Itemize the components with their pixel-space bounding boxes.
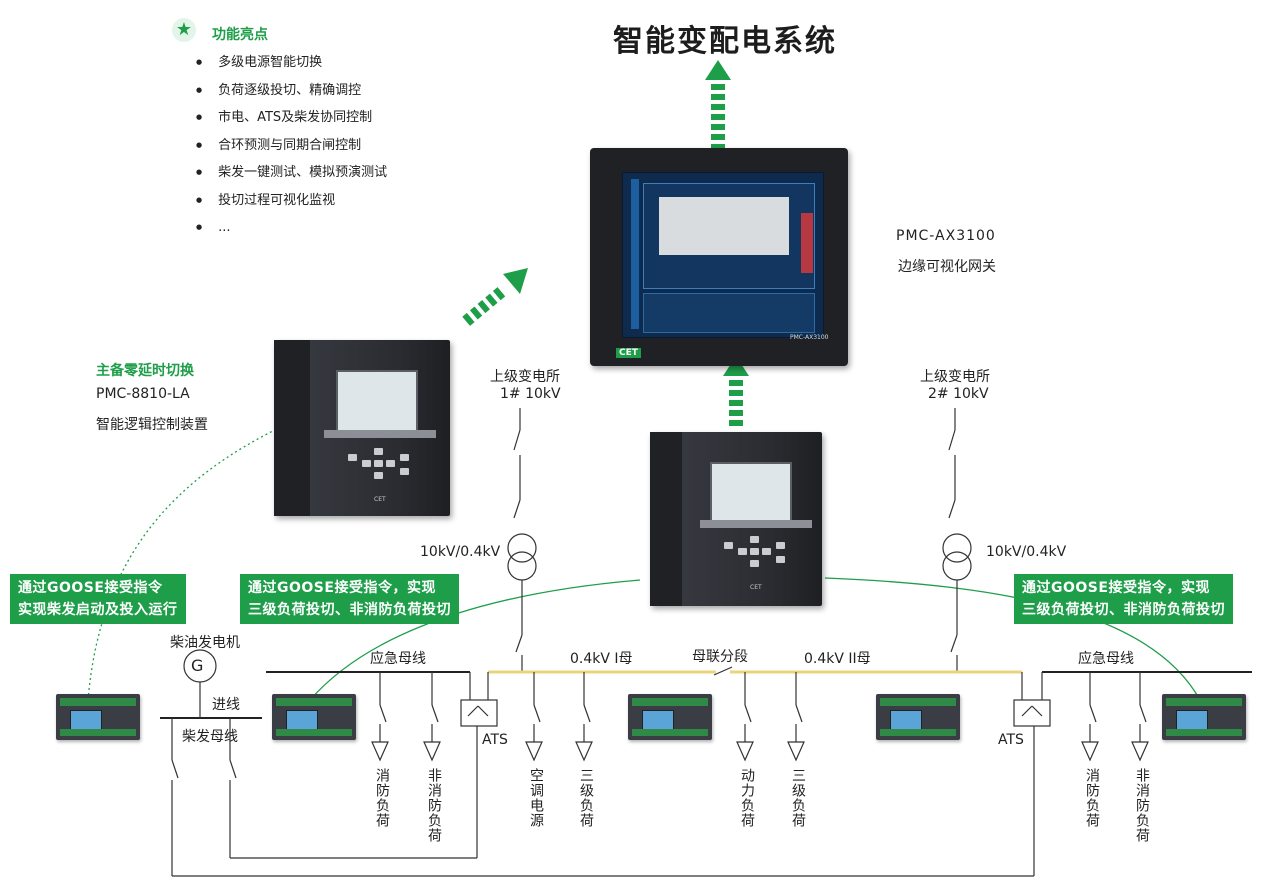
feature-item: 合环预测与同期合闸控制 [212,133,387,161]
feeder-l7 [1081,672,1099,762]
ats-left-label: ATS [482,732,508,748]
emergency-bus-left-label: 应急母线 [370,651,426,667]
load-label-l7: 消防负荷 [1084,768,1100,828]
load-label-l2: 非消防负荷 [426,768,442,843]
gateway-model: PMC-AX3100 [896,228,996,244]
feature-item: 投切过程可视化监视 [212,188,387,216]
gateway-device: CET PMC-AX3100 [590,148,848,366]
io-module-emergency-right [1162,694,1246,740]
diesel-bus-label: 柴发母线 [182,729,238,745]
feeder-l2 [423,672,441,762]
feature-item: 负荷逐级投切、精确调控 [212,78,387,106]
arrow-diagonal-to-gateway [462,268,528,326]
io-module-diesel [56,694,140,740]
generator-symbol: G [191,656,204,675]
features-list: 多级电源智能切换 负荷逐级投切、精确调控 市电、ATS及柴发协同控制 合环预测与… [212,50,387,243]
feeder-l3 [525,672,543,762]
transformer-left-label: 10kV/0.4kV [420,544,501,560]
callout-diesel-start: 通过GOOSE接受指令 实现柴发启动及投入运行 [10,574,186,624]
callout-load-shedding-right: 通过GOOSE接受指令，实现 三级负荷投切、非消防负荷投切 [1014,574,1233,624]
feeder-l1 [371,672,389,762]
callout-line: 实现柴发启动及投入运行 [18,602,178,618]
callout-line: 三级负荷投切、非消防负荷投切 [248,602,451,618]
features-heading: 功能亮点 [212,27,268,43]
transformer-right-label: 10kV/0.4kV [986,544,1067,560]
feeder-l8 [1131,672,1149,762]
gateway-screen [622,172,824,338]
middle-controller-logo: CET [750,584,762,591]
callout-load-shedding-left: 通过GOOSE接受指令，实现 三级负荷投切、非消防负荷投切 [240,574,459,624]
gateway-bezel-model: PMC-AX3100 [790,334,829,341]
emergency-bus-right-label: 应急母线 [1078,651,1134,667]
feature-item: 柴发一键测试、模拟预演测试 [212,160,387,188]
source-right-line1: 上级变电所 [920,369,990,385]
callout-line: 通过GOOSE接受指令 [18,580,163,596]
ats-right-label: ATS [998,732,1024,748]
source-left-line1: 上级变电所 [490,369,560,385]
middle-controller-device: CET [650,432,822,606]
feeder-l6 [787,672,805,762]
controller-model: PMC-8810-LA [96,386,190,402]
load-label-l8: 非消防负荷 [1134,768,1150,843]
callout-line: 通过GOOSE接受指令，实现 [1022,580,1210,596]
source-right-line2: 2# 10kV [928,386,989,402]
callout-line: 三级负荷投切、非消防负荷投切 [1022,602,1225,618]
controller-desc: 智能逻辑控制装置 [96,417,208,433]
gateway-logo: CET [616,348,641,358]
load-label-l3: 空调电源 [528,768,544,828]
bus-tie-label: 母联分段 [692,649,748,665]
source-left-line2: 1# 10kV [500,386,561,402]
feeder-l4 [575,672,593,762]
arrow-up-to-gateway [723,356,749,426]
load-label-l6: 三级负荷 [790,768,806,828]
feature-item: 市电、ATS及柴发协同控制 [212,105,387,133]
page-title: 智能变配电系统 [613,24,837,59]
bus-i-label: 0.4kV I母 [570,651,633,667]
load-label-l5: 动力负荷 [739,768,755,828]
io-module-bus-i [628,694,712,740]
load-label-l4: 三级负荷 [578,768,594,828]
feature-item: 多级电源智能切换 [212,50,387,78]
feeder-l5 [736,672,754,762]
load-label-l1: 消防负荷 [374,768,390,828]
controller-logo: CET [374,496,386,503]
logic-controller-device: CET [274,340,450,516]
generator-incoming-label: 进线 [212,697,240,713]
io-module-bus-ii [876,694,960,740]
callout-line: 通过GOOSE接受指令，实现 [248,580,436,596]
bus-ii-label: 0.4kV II母 [804,651,871,667]
feature-item-more: ... [212,215,387,243]
bus-tie-switch [713,666,733,676]
goose-link-left [87,424,286,701]
arrow-up-to-title [705,60,731,150]
controller-feature: 主备零延时切换 [96,363,194,379]
io-module-emergency-left [272,694,356,740]
gateway-desc: 边缘可视化网关 [898,259,996,275]
star-icon: ★ [172,18,196,42]
generator-label: 柴油发电机 [170,635,240,651]
